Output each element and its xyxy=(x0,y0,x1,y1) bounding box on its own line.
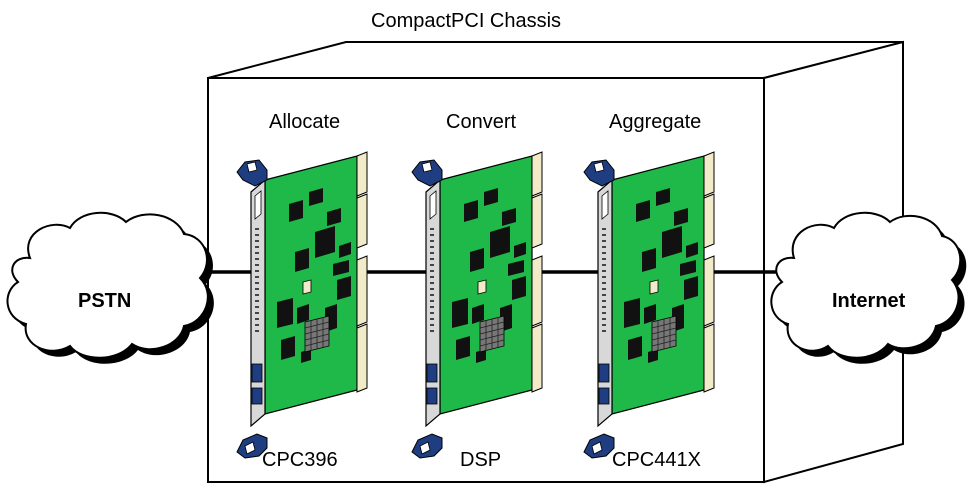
board-label-dsp: DSP xyxy=(460,449,502,471)
pstn-label: PSTN xyxy=(78,290,132,312)
internet-cloud xyxy=(770,211,962,359)
pstn-cloud xyxy=(6,211,209,359)
board-label-cpc396: CPC396 xyxy=(262,449,338,471)
chassis-label: CompactPCI Chassis xyxy=(371,10,562,32)
function-label-allocate: Allocate xyxy=(269,111,341,133)
board-label-cpc441x: CPC441X xyxy=(612,449,701,471)
internet-label: Internet xyxy=(832,290,906,312)
function-label-aggregate: Aggregate xyxy=(609,111,702,133)
function-label-convert: Convert xyxy=(446,111,517,133)
